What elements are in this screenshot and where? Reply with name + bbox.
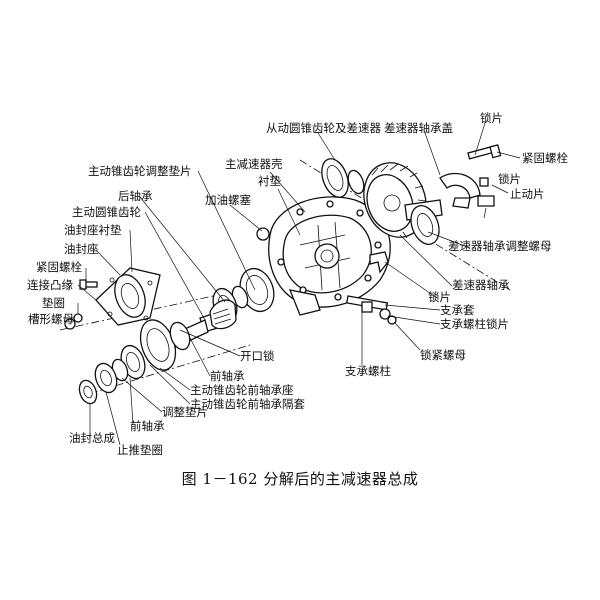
figure-caption: 图 1－162 分解后的主减速器总成 xyxy=(181,470,419,488)
label-support-bolt-lock: 支承螺柱锁片 xyxy=(440,317,509,331)
main-reducer-housing-part xyxy=(268,196,391,316)
label-support-sleeve: 支承套 xyxy=(440,303,475,317)
label-stop-plate: 止动片 xyxy=(510,187,545,201)
label-support-stud: 支承螺柱 xyxy=(345,364,391,378)
label-rear-bearing: 后轴承 xyxy=(118,189,153,203)
label-split-pin: 开口锁 xyxy=(240,349,275,363)
label-gasket: 衬垫 xyxy=(258,174,281,188)
label-adjust-shim: 调整垫片 xyxy=(162,405,208,419)
label-tight-bolt-left: 紧固螺栓 xyxy=(36,260,82,274)
label-seal-seat-gasket: 油封座衬垫 xyxy=(64,223,122,237)
label-drive-gear-shim: 主动锥齿轮调整垫片 xyxy=(88,164,192,178)
diff-adjust-nut-part xyxy=(410,205,440,245)
thrust-washer-part xyxy=(78,379,98,405)
label-driven-gear-and-diff: 从动圆锥齿轮及差速器 xyxy=(266,121,381,135)
oil-plug-part xyxy=(256,227,270,241)
label-washer: 垫圈 xyxy=(42,296,65,310)
label-front-bearing-top: 前轴承 xyxy=(210,369,245,383)
label-lock-plate-mid: 锁片 xyxy=(428,290,451,304)
label-main-reducer-housing: 主减速器壳 xyxy=(225,157,283,171)
oil-seal-part xyxy=(94,362,118,394)
label-lock-plate-top: 锁片 xyxy=(480,111,503,125)
front-bearing-seat-part xyxy=(139,319,191,371)
diff-bearing-cap-part xyxy=(439,172,481,209)
label-diff-bearing-cap: 差速器轴承盖 xyxy=(384,121,453,135)
label-front-bearing-seat: 主动锥齿轮前轴承座 xyxy=(190,383,294,397)
label-connecting-flange: 连接凸缘 xyxy=(27,278,73,292)
lock-plate-part xyxy=(369,251,389,274)
label-front-bearing-bottom: 前轴承 xyxy=(130,419,165,433)
label-oil-seal-assembly: 油封总成 xyxy=(69,431,115,445)
slotted-nut-part xyxy=(64,318,76,330)
label-tight-bolt-top: 紧固螺栓 xyxy=(522,151,568,165)
label-lock-plate-right: 锁片 xyxy=(498,172,521,186)
leader-lines xyxy=(69,119,521,446)
connecting-flange-part xyxy=(95,267,161,326)
label-front-bearing-spacer: 主动锥齿轮前轴承隔套 xyxy=(190,397,305,411)
tight-bolt-top-part xyxy=(467,144,502,207)
label-lock-nut: 锁紧螺母 xyxy=(420,348,466,362)
label-diff-bearing: 差速器轴承 xyxy=(452,278,510,292)
washer-part xyxy=(73,313,83,323)
support-stud-part xyxy=(346,295,397,325)
label-oil-plug: 加油螺塞 xyxy=(205,193,251,207)
label-diff-adjust-nut: 差速器轴承调整螺母 xyxy=(448,239,552,253)
diff-bearing-left-part xyxy=(321,158,365,198)
label-seal-seat: 油封座 xyxy=(64,242,99,256)
label-thrust-washer: 止推垫圈 xyxy=(117,443,163,457)
label-slotted-nut: 槽形螺母 xyxy=(28,312,74,326)
label-drive-bevel-gear: 主动圆锥齿轮 xyxy=(72,205,141,219)
small-bolt-part xyxy=(79,279,98,290)
